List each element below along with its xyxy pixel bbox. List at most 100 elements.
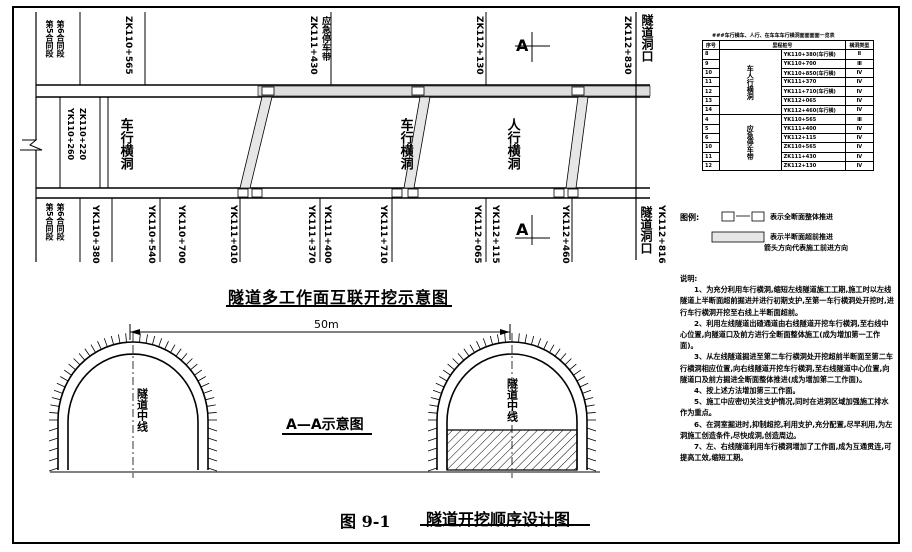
station-bottom-9: YK112+115 [490, 205, 500, 264]
rock-bolt-left [207, 467, 218, 472]
rock-bolt-left [194, 369, 203, 376]
rock-bolt-left [125, 333, 127, 343]
face-markers-left [261, 86, 585, 96]
rock-bolt-right [586, 447, 597, 452]
note-item: 7、左、右线隧道利用车行横洞增加了工作面,成为互通贯连,可提高工效,缩短工期。 [680, 442, 892, 463]
rock-bolt-right [476, 340, 481, 350]
row-type: Ⅳ [844, 86, 875, 97]
rock-bolt-right [427, 427, 438, 432]
notes-heading: 说明: [680, 274, 698, 283]
symbol-3-text: 箭头方向代表施工前进方向 [764, 244, 848, 252]
rock-bolt-left [84, 348, 91, 357]
rock-bolt-left [207, 437, 218, 442]
rock-bolt-left [50, 404, 60, 407]
dimension-label: 50m [314, 318, 339, 331]
rock-bolt-left [203, 389, 213, 394]
rock-bolt-right [428, 412, 438, 414]
rock-bolt-left [164, 340, 169, 350]
rock-bolt-right [482, 338, 487, 347]
section-title: A—A示意图 [286, 417, 364, 433]
rock-bolt-left [48, 427, 59, 432]
rock-bolt-right [463, 348, 470, 357]
row-station: YK110+565 [780, 114, 846, 125]
rock-bolt-right [586, 457, 597, 462]
station-bottom-5: YK111+370 [306, 205, 316, 264]
row-number: 11 [702, 77, 720, 88]
rock-bolt-right [427, 457, 438, 462]
rock-bolt-right [586, 412, 596, 414]
row-number: 10 [702, 67, 720, 79]
row-number: 5 [702, 123, 720, 134]
rock-bolt-right [504, 333, 506, 343]
plan-title: 隧道多工作面互联开挖示意图 [228, 288, 450, 307]
col-header-no: 序号 [702, 39, 720, 51]
rock-bolt-left [49, 412, 59, 414]
row-number: 10 [702, 142, 720, 153]
rock-bolt-left [152, 335, 156, 345]
rock-bolt-left [207, 447, 218, 452]
rock-bolt-left [78, 353, 86, 361]
section-mark-bottom: A [516, 220, 529, 239]
rock-bolt-right [585, 404, 595, 407]
rock-bolt-right [489, 335, 493, 345]
row-station: YK110+700 [780, 58, 846, 69]
legend-symbols [711, 211, 765, 243]
note-item: 5、施工中应密切关注支护情况,同时在进洞区域加强施工排水作为重点。 [680, 397, 889, 418]
row-station: YK111+400 [780, 123, 846, 134]
face-markers-right [237, 188, 579, 198]
contract-annot-bottom-2: 第6合同段 [56, 203, 65, 241]
station-top-4: ZK112+830 [622, 16, 632, 75]
design-notes: 说明: 1、为充分利用车行横洞,缩短左线隧道施工工期,施工时以左线隧道上半断面超… [680, 273, 894, 463]
note-item: 2、利用左线隧道出碴通道由右线隧道开挖车行横洞,至右线中心位置,向隧道口及前方进… [680, 318, 889, 351]
rock-bolt-left [68, 363, 76, 371]
portal-label-top: 隧道洞口 [640, 14, 654, 62]
rock-bolt-right [582, 389, 592, 394]
rock-bolt-left [73, 358, 81, 366]
rock-bolt-left [103, 338, 108, 347]
col-header-station: 里程桩号 [718, 39, 846, 51]
station-bottom-1: YK110+380 [90, 205, 100, 264]
rock-bolt-left [48, 457, 59, 462]
rock-bolt-right [586, 467, 597, 472]
rock-bolt-left [56, 382, 66, 388]
row-station: YK110+380(车行横) [780, 49, 846, 60]
rock-bolt-right [586, 427, 597, 432]
rock-bolt-right [549, 344, 555, 353]
rock-bolt-right [543, 340, 548, 350]
rock-bolt-right [573, 369, 582, 376]
symbol-2-text: 表示半断面超前推进 [770, 233, 833, 241]
row-number: 4 [702, 114, 720, 125]
row-number: 9 [702, 58, 720, 69]
station-bottom-10: YK112+460 [560, 205, 570, 264]
rock-bolt-right [584, 397, 594, 401]
row-type: Ⅳ [844, 142, 875, 153]
rock-bolt-left [53, 389, 63, 394]
rock-bolt-right [442, 369, 451, 376]
row-station: YK111+370 [780, 77, 846, 88]
station-bottom-8: YK112+065 [472, 205, 482, 264]
station-top-3: ZK112+130 [474, 16, 484, 75]
rock-bolt-right [435, 382, 445, 388]
rock-bolt-right [554, 348, 561, 357]
rock-bolt-right [457, 353, 465, 361]
row-type: Ⅱ [844, 49, 875, 60]
figure-number: 图 9-1 [340, 512, 391, 531]
row-type: Ⅳ [844, 77, 875, 88]
rock-bolt-left [60, 376, 69, 382]
station-left-2: ZK110+220 [78, 108, 87, 161]
rock-bolt-left [205, 397, 215, 401]
contract-annot-top-2: 第6合同段 [56, 20, 65, 58]
row-group-label: 车人行横洞 [718, 49, 782, 116]
rock-bolt-left [90, 344, 96, 353]
row-number: 12 [702, 160, 720, 172]
rock-bolt-right [531, 335, 535, 345]
row-number: 6 [702, 132, 720, 144]
table-header-row: 序号 里程桩号 横洞类型 [702, 39, 875, 51]
cross-passage-2 [403, 96, 431, 189]
row-station: ZK111+430 [780, 151, 846, 162]
rock-bolt-right [427, 467, 438, 472]
